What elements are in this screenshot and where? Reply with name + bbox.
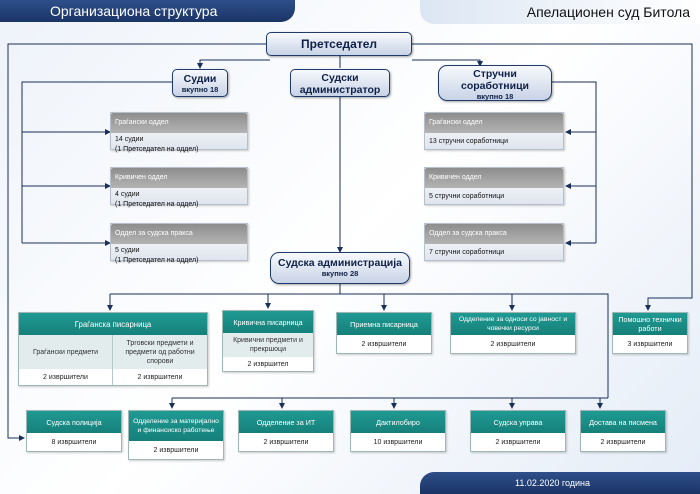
header-right-banner: Апелационен суд Битола: [420, 0, 700, 24]
commercial-cases-count: 2 извршители: [113, 369, 207, 385]
civil-registry-title: Граѓанска писарница: [19, 313, 207, 335]
department-header: Кривичен оддел: [111, 168, 247, 188]
associates-total: вкупно 18: [476, 92, 514, 101]
pr-hr-department-title: Одделение за односи со јавност и човечки…: [451, 313, 575, 335]
typing-office-count: 10 извршители: [351, 433, 445, 451]
court-police-title: Судска полиција: [27, 411, 121, 433]
finance-department-box: Одделение за материјално и финансиско ра…: [128, 410, 224, 460]
judges-civil-department: Граѓански оддел 14 судии (1 Претседател н…: [110, 112, 248, 153]
court-name: Апелационен суд Битола: [526, 4, 690, 20]
associates-criminal-department: Кривичен оддел 5 стручни соработници: [424, 167, 564, 205]
civil-cases-label: Граѓански предмети: [19, 335, 113, 369]
associates-civil-department: Граѓански оддел 13 стручни соработници: [424, 112, 564, 150]
court-police-box: Судска полиција 8 извршители: [26, 410, 122, 452]
department-header: Граѓански оддел: [111, 113, 247, 133]
department-count: 7 стручни соработници: [429, 249, 505, 256]
court-administrator-title: Судски администратор: [299, 72, 381, 96]
court-management-title: Судска управа: [471, 411, 565, 433]
technical-support-box: Помошно технички работи 3 извршители: [612, 312, 688, 354]
intake-registry-box: Приемна писарница 2 извршители: [336, 312, 432, 354]
president-box: Претседател: [266, 32, 412, 56]
department-count: 5 судии: [115, 247, 140, 254]
associates-case-law-department: Оддел за судска пракса 7 стручни соработ…: [424, 223, 564, 261]
department-header: Оддел за судска пракса: [111, 224, 247, 244]
judges-title: Судии: [183, 73, 217, 85]
it-department-count: 2 извршители: [239, 433, 333, 451]
administration-title: Судска администрација: [278, 257, 402, 269]
document-delivery-count: 2 извршители: [581, 433, 665, 451]
technical-support-count: 3 извршители: [613, 335, 687, 353]
judges-box: Судии вкупно 18: [172, 69, 228, 97]
footer-date: 11.02.2020 година: [515, 478, 591, 488]
department-count: 14 судии: [115, 136, 144, 143]
associates-box: Стручни соработници вкупно 18: [438, 65, 552, 101]
department-count: 4 судии: [115, 191, 140, 198]
pr-hr-department-count: 2 извршители: [451, 335, 575, 353]
department-header: Граѓански оддел: [425, 113, 563, 133]
department-note: (1 Претседател на оддел): [115, 145, 199, 153]
court-management-count: 2 извршители: [471, 433, 565, 451]
department-note: (1 Претседател на оддел): [115, 200, 199, 208]
court-administrator-box: Судски администратор: [290, 69, 390, 97]
document-delivery-title: Достава на писмена: [581, 411, 665, 433]
technical-support-title: Помошно технички работи: [613, 313, 687, 335]
department-note: (1 Претседател на оддел): [115, 256, 199, 264]
criminal-registry-box: Кривична писарница Кривични предмети и п…: [222, 310, 314, 372]
judges-case-law-department: Оддел за судска пракса 5 судии (1 Претсед…: [110, 223, 248, 264]
civil-cases-count: 2 извршители: [19, 369, 113, 385]
commercial-cases-label: Трговски предмети и предмети од работни …: [113, 335, 207, 369]
it-department-title: Одделение за ИТ: [239, 411, 333, 433]
judges-total: вкупно 18: [181, 85, 219, 94]
pr-hr-department-box: Одделение за односи со јавност и човечки…: [450, 312, 576, 354]
administration-total: вкупно 28: [321, 269, 359, 278]
header-left-banner: Организациона структура: [0, 0, 295, 22]
page-title: Организациона структура: [50, 3, 218, 19]
judges-criminal-department: Кривичен оддел 4 судии (1 Претседател на …: [110, 167, 248, 208]
document-delivery-box: Достава на писмена 2 извршители: [580, 410, 666, 452]
finance-department-count: 2 извршители: [129, 441, 223, 459]
president-title: Претседател: [300, 37, 377, 51]
finance-department-title: Одделение за материјално и финансиско ра…: [129, 411, 223, 441]
criminal-registry-count: 2 извршител: [223, 357, 313, 371]
intake-registry-title: Приемна писарница: [337, 313, 431, 335]
court-management-box: Судска управа 2 извршители: [470, 410, 566, 452]
criminal-registry-title: Кривична писарница: [223, 311, 313, 333]
court-police-count: 8 извршители: [27, 433, 121, 451]
department-header: Кривичен оддел: [425, 168, 563, 188]
footer-banner: 11.02.2020 година: [420, 472, 700, 494]
typing-office-title: Дактилобиро: [351, 411, 445, 433]
department-count: 5 стручни соработници: [429, 193, 505, 200]
typing-office-box: Дактилобиро 10 извршители: [350, 410, 446, 452]
criminal-cases-label: Кривични предмети и прекршоци: [223, 333, 313, 357]
administration-box: Судска администрација вкупно 28: [270, 252, 410, 284]
department-count: 13 стручни соработници: [429, 138, 509, 145]
intake-registry-count: 2 извршители: [337, 335, 431, 353]
it-department-box: Одделение за ИТ 2 извршители: [238, 410, 334, 452]
associates-title: Стручни соработници: [461, 68, 529, 92]
civil-registry-box: Граѓанска писарница Граѓански предмети Т…: [18, 312, 208, 386]
department-header: Оддел за судска пракса: [425, 224, 563, 244]
